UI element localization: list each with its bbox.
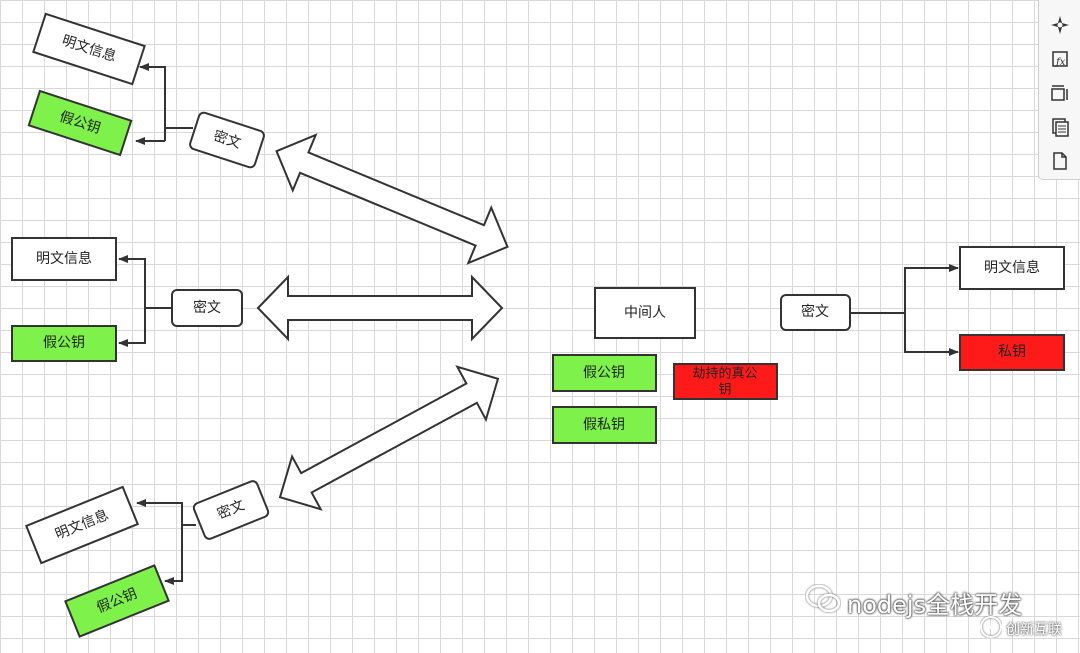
plaintext-box-right[interactable]: 明文信息 [959, 246, 1065, 290]
ciphertext-label: 密文 [193, 299, 221, 316]
double-arrow-top [275, 133, 509, 265]
watermark-site: 创新互联 [1006, 622, 1062, 638]
hijacked-label-line2: 钥 [718, 383, 731, 398]
ciphertext-box-top[interactable]: 密文 [189, 111, 265, 169]
ciphertext-box-bottom[interactable]: 密文 [192, 480, 270, 541]
fake-pubkey-box-top[interactable]: 假公钥 [27, 89, 133, 157]
privkey-label: 私钥 [998, 344, 1026, 360]
left-bottom-group: 明文信息 假公钥 密文 [24, 480, 270, 638]
connector-mid-to-fakekey [118, 308, 146, 347]
mitm-box[interactable]: 中间人 [594, 287, 696, 339]
double-arrow-bottom [278, 365, 500, 511]
ciphertext-label: 密文 [801, 303, 829, 320]
mitm-fake-privkey-label: 假私钥 [583, 417, 625, 433]
plaintext-label: 明文信息 [36, 250, 92, 267]
fake-pubkey-box-bottom[interactable]: 假公钥 [64, 564, 170, 638]
function-icon[interactable]: fx [1047, 46, 1073, 72]
wechat-watermark: nodejs全栈开发 [805, 584, 1022, 620]
watermark-brand: nodejs全栈开发 [847, 590, 1023, 619]
hijacked-real-pubkey-box[interactable]: 劫持的真公 钥 [673, 363, 778, 400]
compass-icon[interactable] [1047, 12, 1073, 38]
connector-top-cipher-to-plaintext [139, 63, 193, 129]
document-icon[interactable] [1047, 148, 1073, 174]
mitm-fake-pubkey-box[interactable]: 假公钥 [552, 354, 657, 392]
svg-text:fx: fx [1055, 57, 1066, 68]
mitm-fake-privkey-box[interactable]: 假私钥 [552, 406, 657, 444]
site-logo-icon [980, 616, 1002, 642]
connector-right-to-privkey [904, 313, 959, 356]
connector-mid-to-plaintext [118, 255, 172, 309]
connector-right-to-plaintext [904, 264, 959, 313]
left-mid-group: 明文信息 假公钥 密文 [11, 237, 243, 362]
hijacked-label-line1: 劫持的真公 [692, 366, 757, 382]
resize-icon[interactable] [1047, 80, 1073, 106]
plaintext-box-mid[interactable]: 明文信息 [11, 237, 117, 281]
plaintext-box-bottom[interactable]: 明文信息 [24, 485, 140, 565]
double-arrow-middle [256, 274, 504, 342]
plaintext-label: 明文信息 [984, 259, 1040, 276]
left-top-group: 明文信息 假公钥 密文 [27, 12, 265, 169]
fake-pubkey-label: 假公钥 [43, 335, 85, 351]
mitm-fake-pubkey-label: 假公钥 [583, 365, 625, 381]
wechat-icon [805, 584, 841, 620]
mitm-label: 中间人 [624, 305, 666, 321]
connector-bottom-to-plaintext [136, 499, 196, 526]
pages-icon[interactable] [1047, 114, 1073, 140]
privkey-box-right[interactable]: 私钥 [959, 334, 1065, 371]
connector-bottom-to-fakekey [164, 525, 183, 585]
ciphertext-box-mid[interactable]: 密文 [171, 289, 243, 327]
plaintext-box-top[interactable]: 明文信息 [32, 12, 146, 86]
side-toolbar: fx [1038, 0, 1080, 180]
right-group: 密文 明文信息 私钥 [780, 246, 1065, 371]
site-watermark: 创新互联 [980, 616, 1062, 642]
ciphertext-box-right[interactable]: 密文 [780, 294, 851, 331]
fake-pubkey-box-mid[interactable]: 假公钥 [11, 325, 117, 362]
